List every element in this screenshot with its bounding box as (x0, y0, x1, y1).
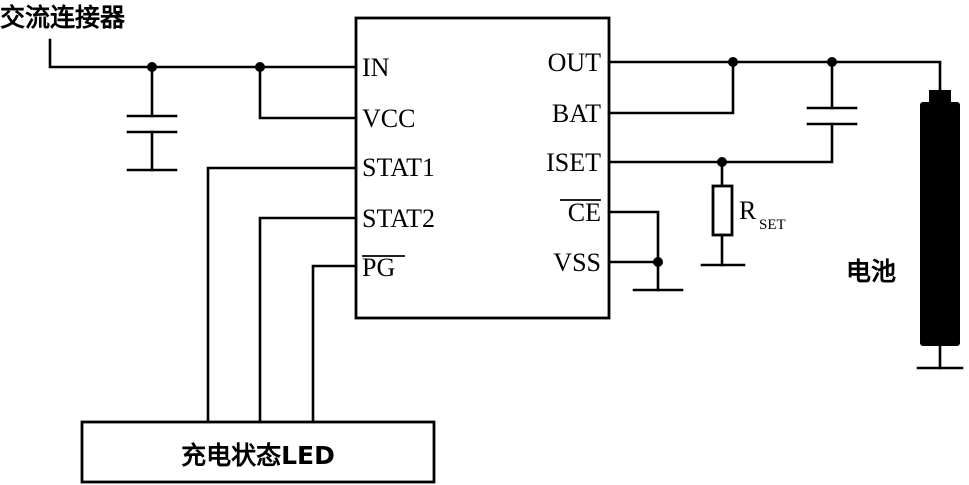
node-ground (653, 257, 663, 267)
pin-vss-label: VSS (553, 248, 601, 277)
node-out-bat (728, 57, 738, 67)
bat-wire (607, 60, 735, 115)
battery-label: 电池 (846, 257, 896, 286)
ce-wire (607, 210, 660, 292)
vcc-wire (258, 65, 358, 120)
node-vcc (255, 62, 265, 72)
battery-terminal (929, 90, 951, 102)
pin-in-label: IN (362, 53, 390, 82)
iset-wire (607, 122, 834, 164)
pin-iset-label: ISET (546, 148, 601, 177)
battery-body (920, 102, 960, 346)
ac-connector-label: 交流连接器 (0, 3, 126, 32)
rset-label: R (739, 196, 757, 225)
pin-stat1-label: STAT1 (362, 153, 435, 182)
node-cap-out (827, 57, 837, 67)
node-iset (717, 157, 727, 167)
pin-stat2-label: STAT2 (362, 204, 435, 233)
rset-resistor (711, 184, 734, 237)
stat2-wire (258, 216, 358, 424)
led-box-label: 充电状态LED (181, 441, 335, 470)
node-cap-in (147, 62, 157, 72)
rset-subscript: SET (759, 217, 786, 233)
pin-ce-label: CE (568, 198, 601, 227)
pin-out-label: OUT (548, 48, 602, 77)
pin-bat-label: BAT (552, 99, 601, 128)
pin-pg-label: PG (362, 253, 395, 282)
charge-status-led-box (80, 420, 436, 484)
pin-vcc-label: VCC (362, 104, 415, 133)
charger-ic (354, 16, 611, 320)
pg-wire (311, 264, 358, 424)
input-wire (48, 38, 358, 69)
stat1-wire (206, 166, 358, 424)
out-wire (607, 60, 942, 94)
